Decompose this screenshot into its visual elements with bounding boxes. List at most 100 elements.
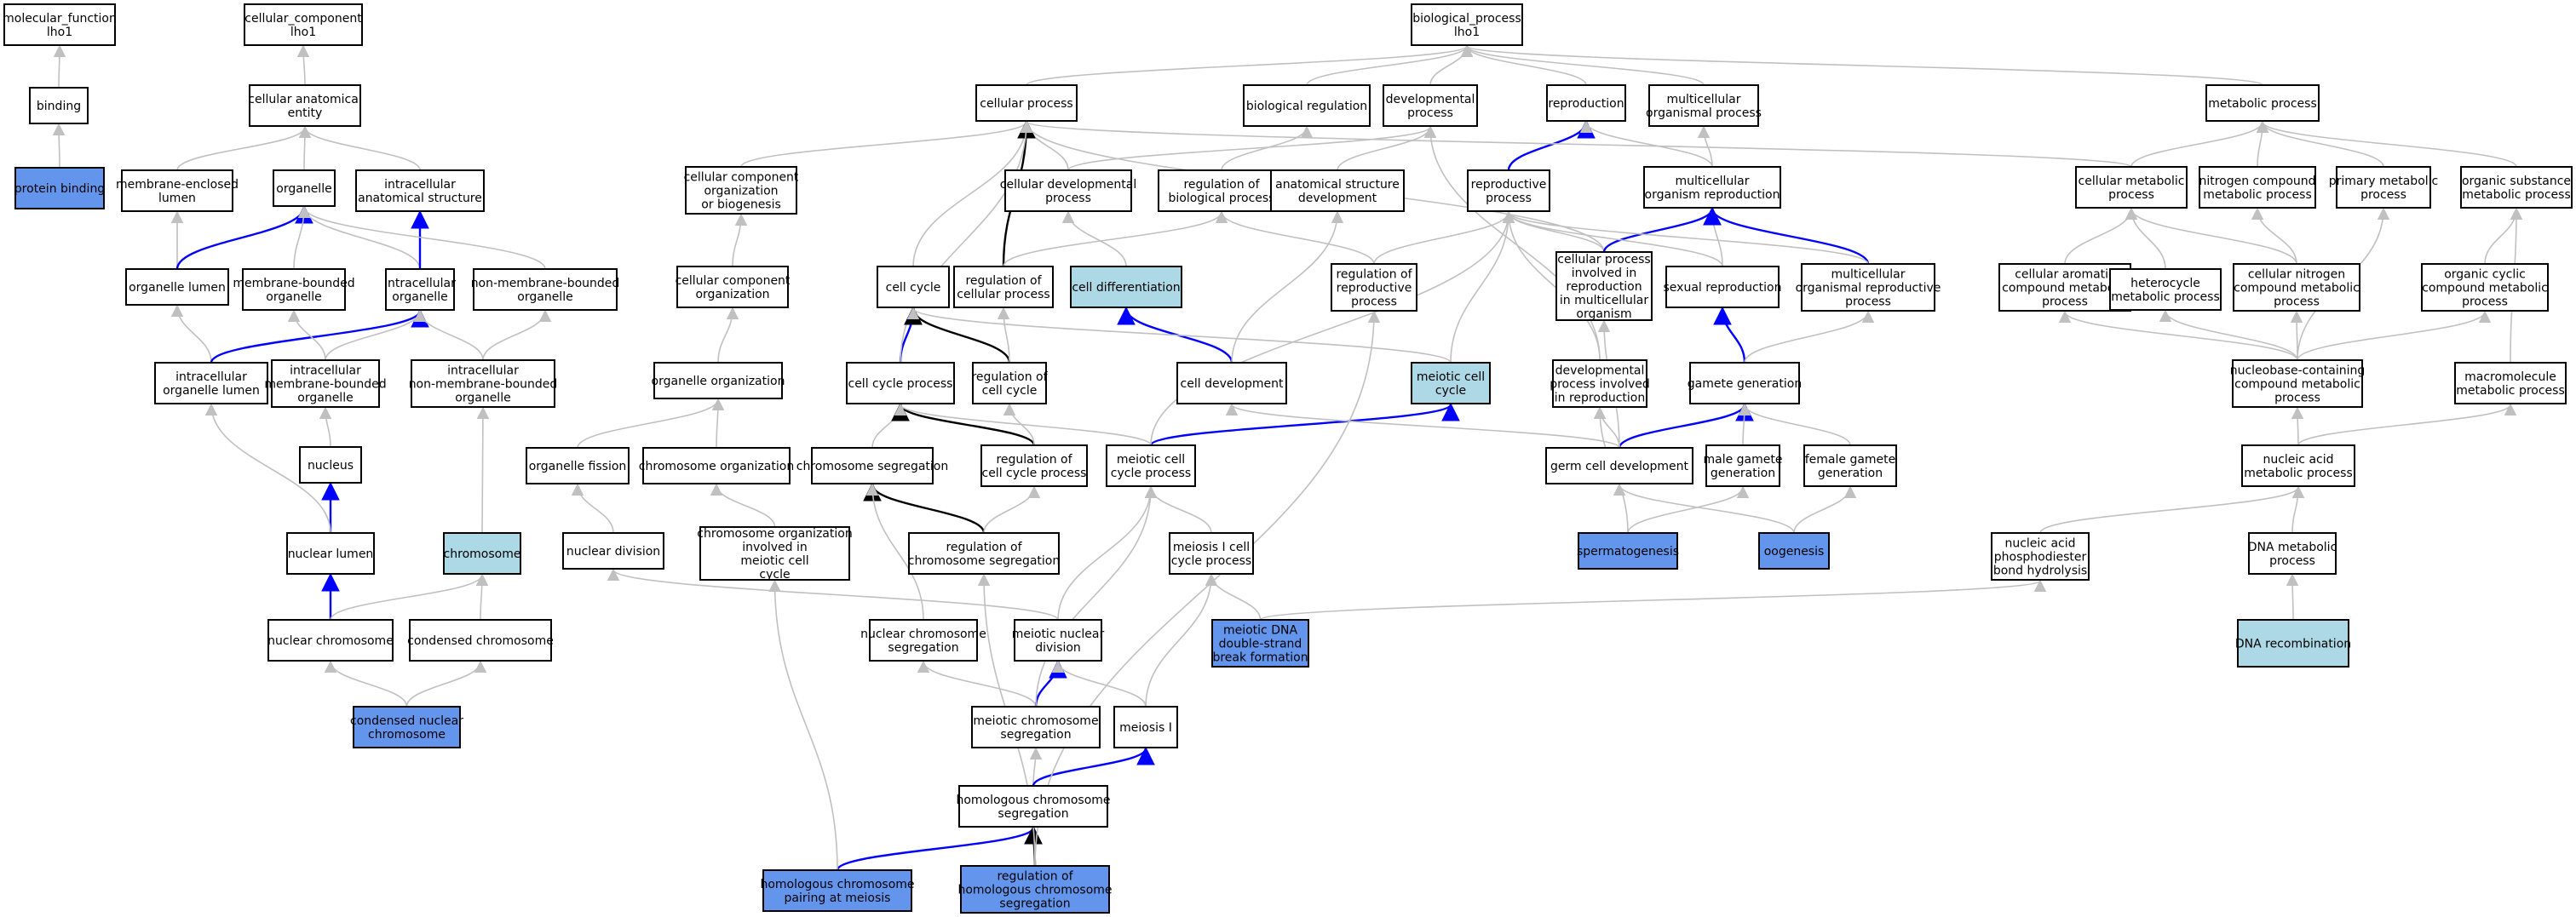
node-reproduction[interactable]: reproduction (1546, 84, 1626, 122)
node-cell_diff[interactable]: cell differentiation (1070, 266, 1182, 308)
node-label-line: metabolic process (2208, 97, 2317, 111)
edge-hmp-to-cmp (2125, 207, 2166, 270)
node-gcd[interactable]: germ cell development (1545, 447, 1693, 484)
node-organelle[interactable]: organelle (273, 169, 336, 207)
node-nucleus[interactable]: nucleus (299, 446, 362, 484)
node-label-line: lho1 (1454, 26, 1480, 39)
node-box (2205, 84, 2320, 122)
node-label-line: process (2269, 554, 2315, 568)
node-cond_chrom[interactable]: condensed chromosome (407, 619, 554, 662)
node-spermato[interactable]: spermatogenesis (1577, 532, 1679, 570)
node-cell_cycle[interactable]: cell cycle (877, 266, 950, 308)
node-cell_dev[interactable]: cell development (1176, 362, 1287, 404)
edge-cae-to-cc (296, 44, 310, 86)
node-binding[interactable]: binding (29, 87, 89, 124)
node-label-line: lho1 (290, 26, 316, 39)
edge-mdsbf-to-m1ccp (1205, 573, 1262, 621)
node-box (699, 526, 850, 581)
node-chromosome[interactable]: chromosome (443, 532, 521, 575)
node-bio_reg[interactable]: biological regulation (1243, 84, 1371, 127)
node-meiosis1[interactable]: meiosis I (1113, 706, 1178, 748)
node-met_proc[interactable]: metabolic process (2205, 84, 2320, 122)
node-org_lumen[interactable]: organelle lumen (125, 268, 229, 306)
node-gam_gen[interactable]: gamete generation (1688, 362, 1802, 404)
node-label-line: organelle lumen (163, 384, 260, 398)
node-label-line: reproduction (1566, 280, 1642, 294)
node-dna_recomb[interactable]: DNA recombination (2235, 619, 2351, 668)
node-cell_proc[interactable]: cellular process (975, 84, 1078, 122)
node-oogen[interactable]: oogenesis (1758, 532, 1830, 570)
node-nuc_lumen[interactable]: nuclear lumen (286, 532, 375, 575)
node-nuc_chrom[interactable]: nuclear chromosome (267, 619, 394, 662)
node-label-line: chromosome (368, 728, 446, 742)
node-ccp[interactable]: cell cycle process (846, 362, 955, 404)
node-org_fission[interactable]: organelle fission (526, 447, 630, 484)
node-sex_repro[interactable]: sexual reproduction (1664, 266, 1782, 308)
node-inmbo[interactable]: intracellularnon-membrane-boundedorganel… (409, 359, 558, 408)
node-chrom_seg[interactable]: chromosome segregation (796, 447, 949, 484)
node-nuc_div[interactable]: nuclear division (562, 532, 664, 570)
edge-chrom_seg-to-ccp (871, 403, 907, 449)
node-chrom_org[interactable]: chromosome organization (639, 447, 794, 484)
node-label-line: process (2462, 295, 2508, 309)
node-protein_binding[interactable]: protein binding (14, 167, 105, 209)
node-org_org[interactable]: organelle organization (652, 362, 785, 399)
node-label-line: anatomical structure (1275, 178, 1400, 192)
